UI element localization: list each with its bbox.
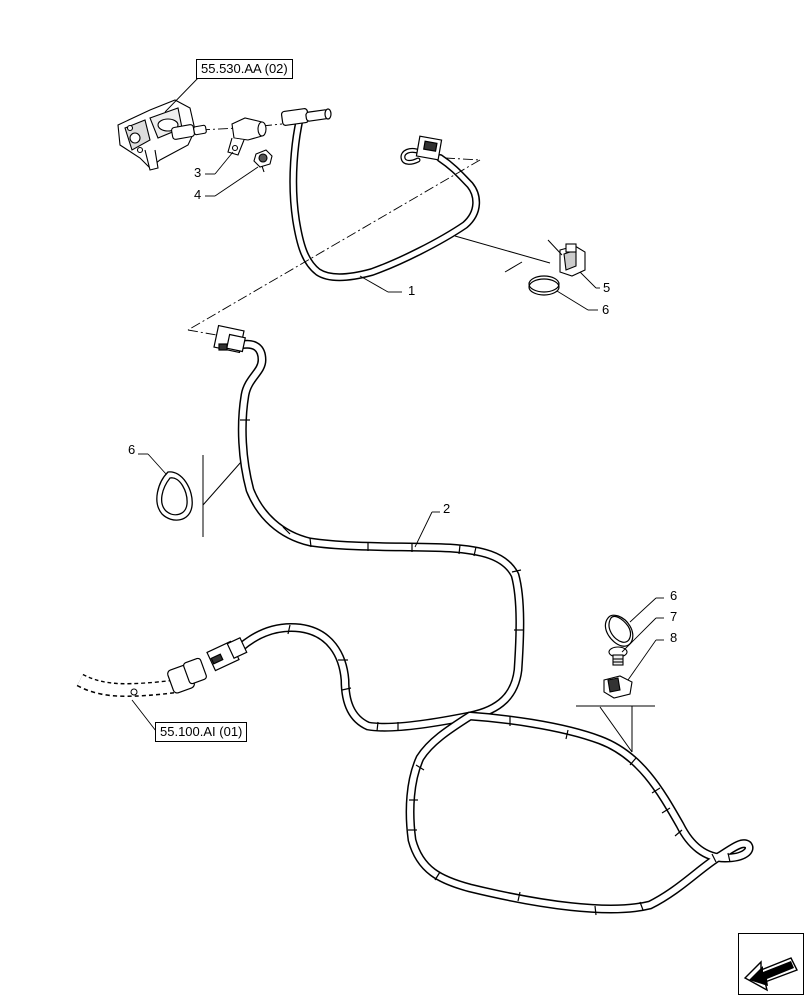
clip-item-5 [559,243,586,277]
strap-item-6-upper [528,275,560,296]
clip-item-3 [227,117,267,156]
arrow-navigation-icon [743,957,798,992]
strap-item-6-left [156,471,193,521]
navigation-arrow-button[interactable] [738,933,804,995]
callout-6-right: 6 [670,588,678,603]
callout-8: 8 [670,630,678,645]
callout-2: 2 [443,501,451,516]
indicator-lines-upper [454,235,563,273]
callout-3: 3 [194,165,202,180]
callout-6-upper: 6 [602,302,610,317]
harness-2-top-connector [213,324,246,354]
reference-box-55-100-ai[interactable]: 55.100.AI (01) [155,722,248,742]
harness-1-connector [415,135,443,161]
harness-2-bottom-connector [206,636,248,672]
harness-2 [235,339,754,914]
callout-7: 7 [670,609,678,624]
reference-box-55-530-aa[interactable]: 55.530.AA (02) [196,59,293,79]
callout-6-left: 6 [128,442,136,457]
callout-leaders [131,75,664,732]
strap-item-6-right [604,614,634,647]
mating-cable-55-100 [76,657,207,698]
push-pin-item-7 [608,646,628,666]
clip-item-8 [603,675,633,699]
bolt-item-4 [253,149,273,173]
harness-1-top-connector [280,108,332,126]
indicator-lines-lower [576,705,655,753]
harness-1 [289,114,481,282]
harness-2-tape-bands [240,419,731,916]
indicator-lines-left [202,455,242,537]
sensor-bracket-assembly [117,99,207,171]
callout-4: 4 [194,187,202,202]
callout-5: 5 [603,280,611,295]
callout-1: 1 [408,283,416,298]
